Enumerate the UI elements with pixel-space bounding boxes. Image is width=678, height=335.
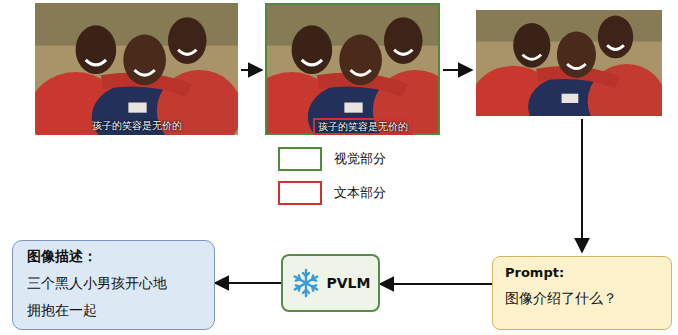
legend-swatch [278,181,322,205]
text-region: 孩子的笑容是无价的 [313,118,413,135]
heading: Prompt: [505,265,659,280]
photo-with-subtitle: 孩子的笑容是无价的 [35,3,238,135]
model-box: PVLM [281,254,380,312]
photo [29,3,242,153]
subtitle: 孩子的笑容是无价的 [318,120,408,133]
photo [245,3,458,153]
body-text: 三个黑人小男孩开心地 拥抱在一起 [27,270,175,323]
arrow [241,69,262,71]
arrow [581,119,583,252]
cropped-photo [470,3,665,141]
body-text: 图像介绍了什么？ [505,290,659,308]
legend-row: 文本部分 [278,179,386,207]
arrow [443,69,472,71]
legend-swatch [278,147,322,171]
legend-row: 视觉部分 [278,145,386,173]
arrow [380,283,492,285]
description-box: 图像描述： 三个黑人小男孩开心地 拥抱在一起 [12,240,215,330]
legend-text: 文本部分 [334,184,386,202]
heading: PVLM [327,275,371,291]
legend-text: 视觉部分 [334,150,386,168]
arrow [215,282,281,284]
legend: 视觉部分文本部分 [278,145,386,213]
heading: 图像描述： [27,248,175,266]
subtitle: 孩子的笑容是无价的 [35,119,238,133]
visual-frame [266,4,439,134]
prompt-box: Prompt: 图像介绍了什么？ [492,256,672,330]
snowflake-icon [291,268,321,298]
